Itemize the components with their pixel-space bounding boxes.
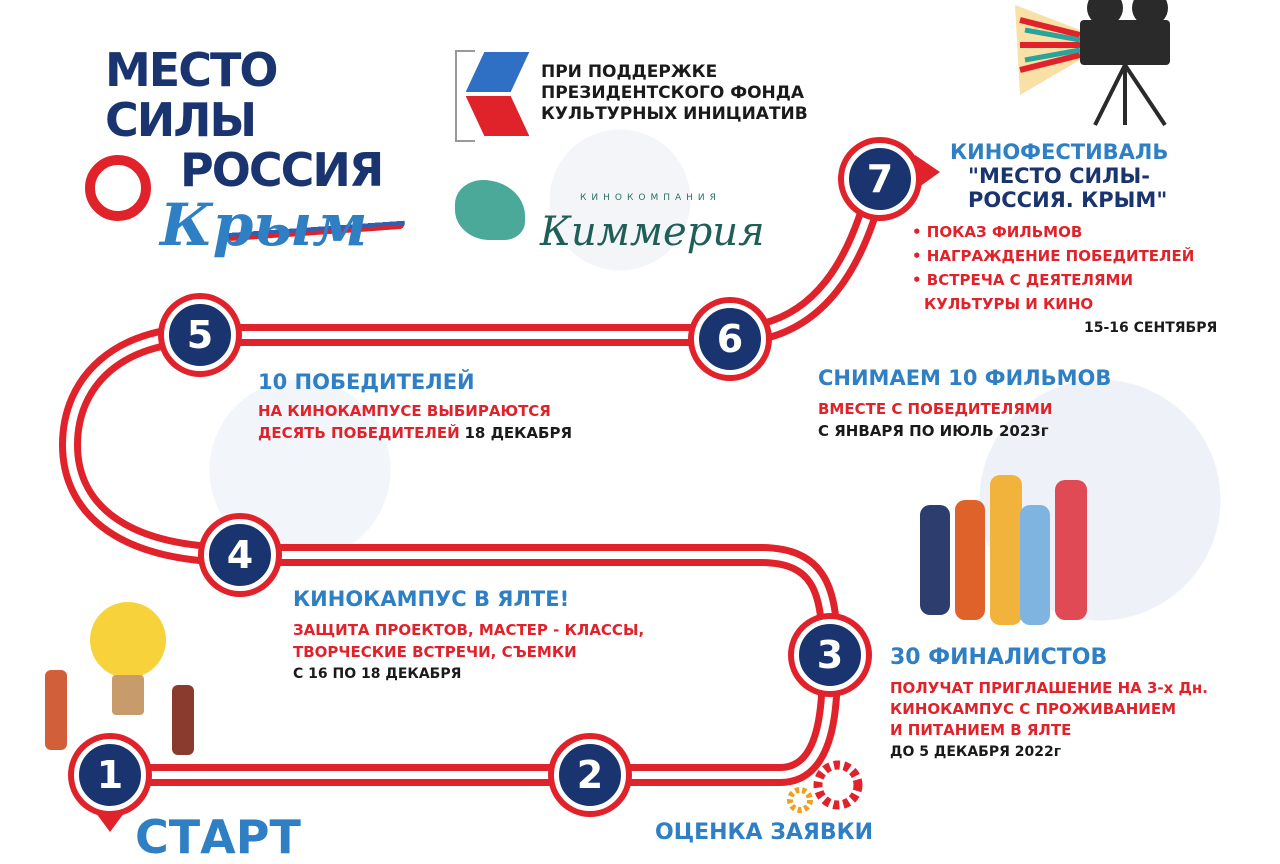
fund-line: ПРИ ПОДДЕРЖКЕ bbox=[541, 62, 718, 82]
step-number: 7 bbox=[844, 143, 916, 215]
step-7-text: КИНОФЕСТИВАЛЬ "МЕСТО СИЛЫ- РОССИЯ. КРЫМ" bbox=[950, 140, 1240, 212]
logo-line2: РОССИЯ bbox=[180, 143, 384, 197]
logo-line3: Крым bbox=[160, 191, 368, 259]
step-line: ДЕСЯТЬ ПОБЕДИТЕЛЕЙ bbox=[258, 424, 460, 442]
step-5-text: 10 ПОБЕДИТЕЛЕЙ НА КИНОКАМПУСЕ ВЫБИРАЮТСЯ… bbox=[258, 370, 572, 444]
step-title: 30 ФИНАЛИСТОВ bbox=[890, 645, 1108, 670]
step-date: 15-16 СЕНТЯБРЯ bbox=[1084, 320, 1218, 336]
step-line: • ПОКАЗ ФИЛЬМОВ bbox=[912, 223, 1083, 241]
step-2-marker: 2 bbox=[548, 733, 632, 817]
fund-logo-icon bbox=[455, 50, 530, 142]
fund-text: ПРИ ПОДДЕРЖКЕ ПРЕЗИДЕНТСКОГО ФОНДА КУЛЬТ… bbox=[541, 62, 808, 125]
step-5-marker: 5 bbox=[158, 293, 242, 377]
step-title: РОССИЯ. КРЫМ" bbox=[968, 188, 1168, 212]
step-number: 5 bbox=[164, 299, 236, 371]
step-title: СНИМАЕМ 10 ФИЛЬМОВ bbox=[818, 366, 1112, 390]
kimmeria-logo: КИНОКОМПАНИЯ Киммерия bbox=[435, 165, 775, 265]
step-number: 1 bbox=[74, 739, 146, 811]
step-number: 2 bbox=[554, 739, 626, 811]
step-title: КИНОКАМПУС В ЯЛТЕ! bbox=[293, 587, 570, 611]
step-1-marker: 1 bbox=[68, 733, 152, 817]
mesto-sily-logo: МЕСТО СИЛЫ РОССИЯ Крым bbox=[85, 43, 410, 259]
step-line: ЗАЩИТА ПРОЕКТОВ, МАСТЕР - КЛАССЫ, bbox=[293, 621, 645, 639]
horse-rider-icon bbox=[455, 180, 525, 240]
step-line: ТВОРЧЕСКИЕ ВСТРЕЧИ, СЪЕМКИ bbox=[293, 643, 577, 661]
step-line: КИНОКАМПУС С ПРОЖИВАНИЕМ bbox=[890, 700, 1177, 718]
step-6-marker: 6 bbox=[688, 297, 772, 381]
step-line: ПОЛУЧАТ ПРИГЛАШЕНИЕ НА 3-х Дн. bbox=[890, 679, 1208, 697]
step-date: С ЯНВАРЯ ПО ИЮЛЬ 2023г bbox=[818, 422, 1049, 440]
step-number: 3 bbox=[794, 619, 866, 691]
fund-line: КУЛЬТУРНЫХ ИНИЦИАТИВ bbox=[541, 104, 808, 124]
step-number: 4 bbox=[204, 519, 276, 591]
step-4-text: КИНОКАМПУС В ЯЛТЕ! ЗАЩИТА ПРОЕКТОВ, МАСТ… bbox=[293, 587, 644, 685]
step-date: ДО 5 ДЕКАБРЯ 2022г bbox=[890, 744, 1062, 760]
step-1-title: СТАРТ bbox=[135, 810, 301, 864]
step-2-title: ОЦЕНКА ЗАЯВКИ bbox=[655, 820, 873, 845]
film-camera-icon bbox=[1015, 0, 1170, 127]
logo-line1: МЕСТО СИЛЫ bbox=[105, 43, 278, 147]
step-4-marker: 4 bbox=[198, 513, 282, 597]
step-line: КУЛЬТУРЫ И КИНО bbox=[924, 295, 1094, 313]
step-number: 6 bbox=[694, 303, 766, 375]
step-title: 10 ПОБЕДИТЕЛЕЙ bbox=[258, 370, 475, 394]
step-line: НА КИНОКАМПУСЕ ВЫБИРАЮТСЯ bbox=[258, 402, 551, 420]
step-date: 18 ДЕКАБРЯ bbox=[464, 424, 573, 442]
step-3-marker: 3 bbox=[788, 613, 872, 697]
step-line: • НАГРАЖДЕНИЕ ПОБЕДИТЕЛЕЙ bbox=[912, 247, 1195, 265]
step-line: И ПИТАНИЕМ В ЯЛТЕ bbox=[890, 721, 1072, 739]
step-title: КИНОФЕСТИВАЛЬ bbox=[950, 140, 1169, 164]
fund-line: ПРЕЗИДЕНТСКОГО ФОНДА bbox=[541, 83, 805, 103]
step-7-bullets: • ПОКАЗ ФИЛЬМОВ • НАГРАЖДЕНИЕ ПОБЕДИТЕЛЕ… bbox=[912, 220, 1217, 340]
step-3-text: 30 ФИНАЛИСТОВ ПОЛУЧАТ ПРИГЛАШЕНИЕ НА 3-х… bbox=[890, 645, 1208, 763]
step-6-text: СНИМАЕМ 10 ФИЛЬМОВ ВМЕСТЕ С ПОБЕДИТЕЛЯМИ… bbox=[818, 366, 1111, 442]
step-7-marker: 7 bbox=[838, 137, 922, 221]
lightbulb-illustration bbox=[45, 602, 194, 755]
gears-icon bbox=[787, 760, 863, 813]
step-line: • ВСТРЕЧА С ДЕЯТЕЛЯМИ bbox=[912, 271, 1134, 289]
logo-ring bbox=[85, 155, 151, 221]
step-title: "МЕСТО СИЛЫ- bbox=[968, 164, 1150, 188]
kimmeria-name: Киммерия bbox=[540, 209, 765, 255]
kimmeria-small: КИНОКОМПАНИЯ bbox=[580, 193, 721, 203]
people-illustration bbox=[920, 475, 1087, 625]
step-date: С 16 ПО 18 ДЕКАБРЯ bbox=[293, 666, 462, 682]
step-line: ВМЕСТЕ С ПОБЕДИТЕЛЯМИ bbox=[818, 400, 1053, 418]
